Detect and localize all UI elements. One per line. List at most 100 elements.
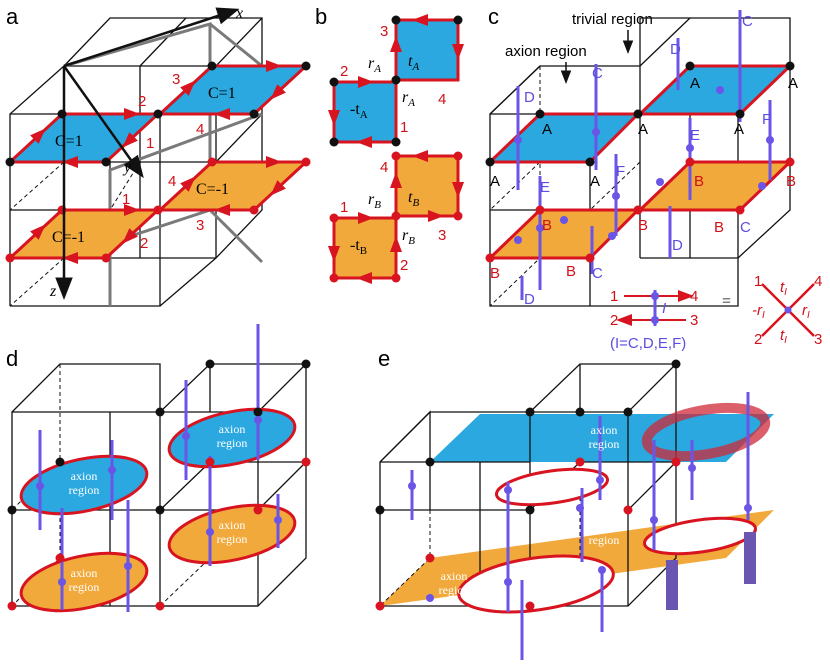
svg-text:-rI: -rI	[752, 302, 765, 321]
c-plaquette-blue-2	[636, 64, 794, 116]
c-node-A4: A	[590, 173, 600, 190]
c-node-C2: C	[592, 65, 603, 82]
c-node-A2: A	[638, 121, 648, 138]
svg-text:axion: axion	[219, 518, 246, 532]
svg-text:tI: tI	[780, 327, 787, 346]
svg-text:(I=C,D,E,F): (I=C,D,E,F)	[610, 335, 686, 352]
b-num-A1: 1	[400, 119, 408, 136]
svg-text:1: 1	[610, 288, 618, 305]
svg-text:axion: axion	[591, 423, 618, 437]
c-plaquette-orange-2	[636, 160, 794, 212]
panel-d-label: d	[6, 346, 18, 371]
a-num-2: 2	[138, 93, 146, 110]
c-node-F2: F	[616, 163, 625, 180]
panel-e-label: e	[378, 346, 390, 371]
plaquette-orange-2	[156, 160, 310, 212]
c-node-E1: E	[690, 127, 700, 144]
trivial-region-label: trivial region	[572, 11, 653, 28]
svg-text:axion: axion	[219, 422, 246, 436]
b-tB: tB	[408, 189, 419, 209]
a-num-m2: 2	[140, 235, 148, 252]
panel-a: a	[5, 4, 311, 307]
x-axis-label: x	[235, 5, 243, 22]
d-ellipse-orange-1	[19, 551, 149, 613]
b-num-B2: 2	[400, 257, 408, 274]
c-node-A7: A	[734, 121, 744, 138]
e-torus	[641, 402, 771, 462]
a-num-m1: 1	[122, 191, 130, 208]
svg-text:axion: axion	[71, 469, 98, 483]
e-ring-1	[495, 467, 609, 507]
c-node-B5: B	[694, 173, 704, 190]
panel-a-nodes	[5, 61, 311, 263]
c-node-E2: E	[540, 179, 550, 196]
b-num-A4: 4	[438, 91, 446, 108]
svg-text:2: 2	[754, 331, 762, 348]
c-node-A1: A	[542, 121, 552, 138]
b-num-A2: 2	[340, 63, 348, 80]
panel-b: b 3 2 4 1 4 1 3 2 rA tA -tA rA rB	[315, 4, 464, 284]
svg-text:4: 4	[690, 288, 698, 305]
svg-text:axion: axion	[71, 566, 98, 580]
svg-text:axion: axion	[591, 519, 618, 533]
svg-text:region: region	[69, 580, 100, 594]
d-ellipse-blue-2	[167, 407, 297, 469]
c-node-B3: B	[490, 265, 500, 282]
c-node-D1: D	[670, 41, 681, 58]
chern-label-1: C=1	[55, 133, 83, 150]
e-plane-blue	[430, 414, 774, 462]
c-node-B6: B	[786, 173, 796, 190]
svg-text:=: =	[722, 293, 731, 310]
c-node-B2: B	[638, 217, 648, 234]
svg-text:region: region	[589, 437, 620, 451]
z-axis-label: z	[49, 283, 57, 300]
b-mtA: -tA	[350, 101, 368, 121]
svg-text:3: 3	[814, 331, 822, 348]
a-num-m4: 4	[168, 173, 176, 190]
panel-a-label: a	[6, 4, 19, 29]
svg-text:region: region	[589, 533, 620, 547]
svg-text:region: region	[441, 485, 472, 499]
c-node-A5: A	[690, 75, 700, 92]
b-rA-1: rA	[368, 55, 381, 75]
b-square-tA	[394, 18, 460, 82]
svg-text:tI: tI	[780, 279, 787, 298]
x-axis-arrow	[63, 7, 240, 68]
axion-region-label: axion region	[505, 43, 587, 60]
chern-label-3: C=-1	[52, 229, 85, 246]
c-node-C4: C	[592, 265, 603, 282]
svg-text:region: region	[217, 532, 248, 546]
a-num-4: 4	[196, 121, 204, 138]
y-axis-arrow	[62, 65, 144, 179]
panel-b-label: b	[315, 4, 327, 29]
c-node-B1: B	[542, 217, 552, 234]
svg-text:axion: axion	[441, 569, 468, 583]
b-mtB: -tB	[350, 237, 367, 257]
c-node-D2: D	[524, 89, 535, 106]
svg-text:2: 2	[610, 312, 618, 329]
panel-c-label: c	[488, 4, 499, 29]
c-node-A3: A	[490, 173, 500, 190]
b-rA-2: rA	[402, 89, 415, 109]
svg-text:region: region	[69, 483, 100, 497]
b-num-B1: 1	[340, 199, 348, 216]
c-node-D3: D	[672, 237, 683, 254]
chern-label-4: C=-1	[196, 181, 229, 198]
svg-text:region: region	[217, 436, 248, 450]
c-legend: 1 4 2 3 I (I=C,D,E,F) = 1 4 2 3 tI tI -r…	[610, 273, 822, 352]
b-num-A3: 3	[380, 23, 388, 40]
b-rB-1: rB	[368, 191, 381, 211]
y-axis-label: y	[122, 159, 132, 176]
svg-text:4: 4	[814, 273, 822, 290]
a-num-3: 3	[172, 71, 180, 88]
svg-text:1: 1	[754, 273, 762, 290]
svg-text:3: 3	[690, 312, 698, 329]
chern-label-2: C=1	[208, 85, 236, 102]
c-node-A6: A	[788, 75, 798, 92]
svg-text:region: region	[439, 583, 470, 597]
svg-text:I: I	[662, 300, 666, 317]
b-tA: tA	[408, 53, 419, 73]
e-ring-3	[643, 516, 757, 556]
a-num-m3: 3	[196, 217, 204, 234]
